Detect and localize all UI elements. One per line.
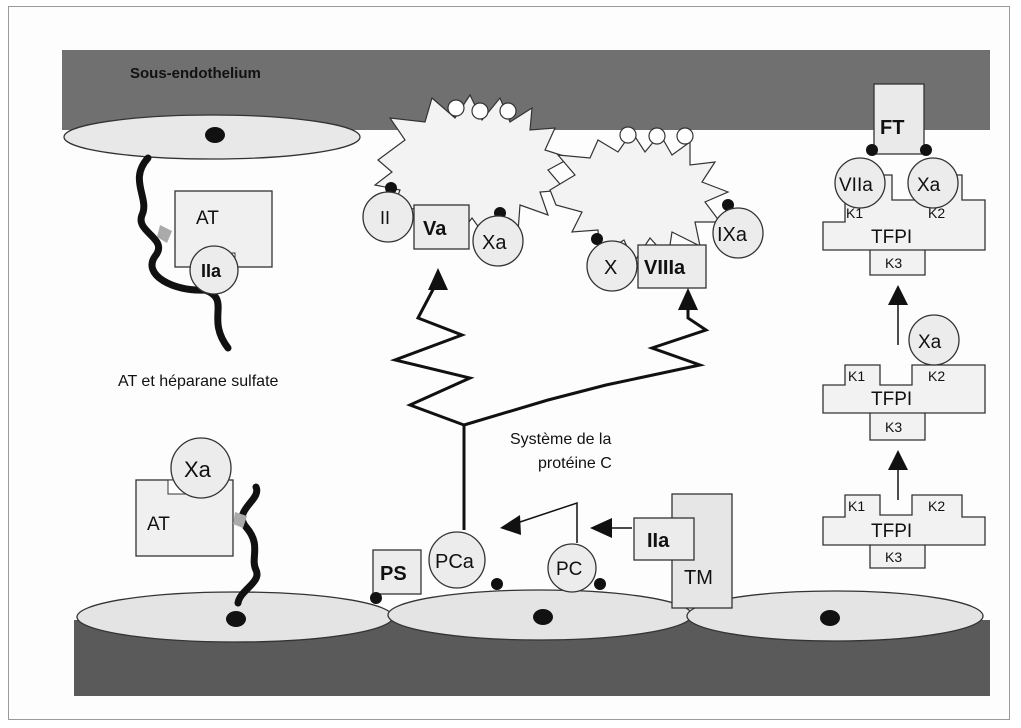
arrowhead-up	[678, 288, 698, 310]
arrowhead	[500, 515, 521, 535]
inhibition-signal-line	[463, 300, 710, 427]
phospholipid-head	[471, 102, 489, 120]
at-label-top: AT	[196, 208, 219, 229]
k3-label-bottom: K3	[885, 549, 902, 565]
arrowhead-up	[428, 268, 448, 290]
xa-label-prothrombinase: Xa	[482, 232, 507, 254]
ixa-label: IXa	[717, 224, 748, 246]
factor-ixa	[712, 207, 764, 259]
arrowhead-up	[888, 285, 908, 305]
ft-label: FT	[880, 117, 904, 139]
x-label: X	[604, 257, 617, 279]
factor-x	[586, 240, 638, 292]
pca-label: PCa	[435, 551, 475, 573]
xa-label-mid: Xa	[918, 332, 942, 353]
activated-protein-c	[428, 531, 486, 589]
k2-label-mid: K2	[928, 368, 945, 384]
protein-c	[547, 543, 597, 593]
ps-label: PS	[380, 563, 407, 585]
cell-nucleus	[533, 609, 553, 625]
calcium-binding-dot	[866, 144, 878, 156]
xa-label-bottom-left: Xa	[184, 457, 212, 482]
calcium-binding-dot	[491, 578, 503, 590]
calcium-binding-dot	[370, 592, 382, 604]
k3-label-mid: K3	[885, 419, 902, 435]
phospholipid-head	[648, 127, 666, 145]
calcium-binding-dot	[594, 578, 606, 590]
factor-viia	[834, 157, 886, 209]
at-label-bottom: AT	[147, 514, 170, 535]
tfpi-bottom	[822, 494, 986, 569]
phospholipid-head	[676, 127, 694, 145]
xa-label-tf: Xa	[917, 175, 941, 196]
chain-binding-shade	[233, 512, 247, 528]
k2-label-top: K2	[928, 205, 945, 221]
factor-viiia	[637, 244, 707, 289]
phospholipid-head	[499, 102, 517, 120]
cell-nucleus	[226, 611, 246, 627]
k1-label-mid: K1	[848, 368, 865, 384]
tm-label: TM	[684, 567, 713, 589]
k3-label-top: K3	[885, 255, 902, 271]
protein-c-caption-line2: protéine C	[538, 455, 612, 472]
arrowhead	[590, 518, 612, 538]
inhibition-signal-line	[389, 279, 475, 530]
pc-label: PC	[556, 559, 582, 580]
iia-label-tm: IIa	[647, 530, 670, 552]
cell-nucleus	[205, 127, 225, 143]
at-heparan-caption: AT et héparane sulfate	[118, 373, 279, 390]
heparan-sulfate-chain	[234, 483, 261, 607]
calcium-binding-dot	[722, 199, 734, 211]
tissue-factor	[873, 83, 925, 155]
va-label: Va	[423, 218, 447, 240]
k2-label-bottom: K2	[928, 498, 945, 514]
phospholipid-head	[619, 126, 637, 144]
xa-bottom-left	[170, 437, 232, 499]
activation-arrow	[513, 501, 578, 543]
k1-label-bottom: K1	[848, 498, 865, 514]
protein-s	[372, 549, 422, 595]
ii-label: II	[380, 208, 390, 228]
factor-ii	[362, 191, 414, 243]
phospholipid-head	[447, 99, 465, 117]
thrombin-iia-tm	[633, 517, 695, 561]
activated-platelet-2	[549, 130, 730, 264]
factor-xa-prothrombinase	[472, 215, 524, 267]
iia-thrombin-top	[189, 245, 239, 295]
viia-label: VIIa	[839, 175, 873, 196]
tfpi-label-bottom: TFPI	[871, 521, 912, 542]
calcium-binding-dot	[920, 144, 932, 156]
tfpi-label-top: TFPI	[871, 227, 912, 248]
tfpi-label-mid: TFPI	[871, 389, 912, 410]
iia-label-top: IIa	[201, 261, 222, 281]
calcium-binding-dot	[591, 233, 603, 245]
chain-binding-shade	[157, 225, 172, 243]
viiia-label: VIIIa	[644, 257, 686, 279]
factor-xa-mid	[908, 314, 960, 366]
factor-va	[413, 204, 470, 250]
arrowhead-up	[888, 450, 908, 470]
factor-xa-tf	[907, 157, 959, 209]
cell-nucleus	[820, 610, 840, 626]
k1-label-top: K1	[846, 205, 863, 221]
calcium-binding-dot	[385, 182, 397, 194]
heparan-sulfate-chain	[135, 154, 232, 352]
subendothelium-label: Sous-endothelium	[130, 65, 261, 82]
protein-c-caption-line1: Système de la	[510, 431, 611, 448]
